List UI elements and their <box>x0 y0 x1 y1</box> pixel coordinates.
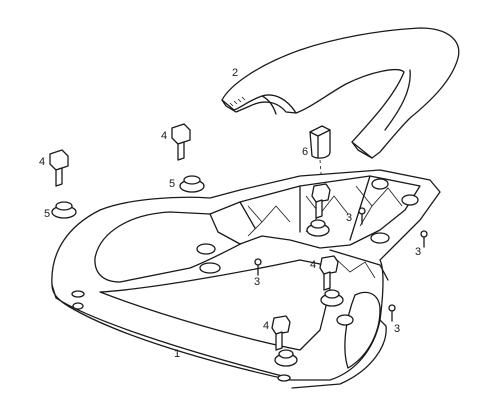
washer-center-upper <box>306 219 330 237</box>
washer-upper <box>179 175 205 193</box>
bolt-left <box>49 149 69 187</box>
part-1-rack-frame <box>51 169 441 389</box>
callout-4-center: 4 <box>310 259 316 271</box>
screw-center <box>358 207 366 225</box>
washer-left <box>51 201 77 219</box>
screw-lower-middle <box>254 258 262 276</box>
bolt-lower <box>271 315 291 351</box>
part-6-bumper <box>309 125 331 187</box>
callout-3-right: 3 <box>415 246 421 258</box>
callout-5-upper: 5 <box>169 178 175 190</box>
callout-1: 1 <box>174 348 180 360</box>
part-4-bolts <box>49 123 339 351</box>
part-3-screws <box>254 207 428 322</box>
washer-lower <box>274 349 298 367</box>
callout-4-lower: 4 <box>263 320 269 332</box>
bolt-upper <box>171 123 191 161</box>
callout-2: 2 <box>232 67 238 79</box>
part-2-cover <box>221 27 460 159</box>
screw-lower-right <box>388 304 396 322</box>
bolt-center-upper <box>311 183 331 219</box>
callout-3-center: 3 <box>346 212 352 224</box>
washer-center-lower <box>320 289 344 307</box>
callout-3-lower-middle: 3 <box>254 276 260 288</box>
callout-4-upper: 4 <box>161 130 167 142</box>
part-5-washers <box>51 175 344 367</box>
callout-5-left: 5 <box>44 208 50 220</box>
callout-4-left: 4 <box>39 156 45 168</box>
callout-3-lower-right: 3 <box>394 323 400 335</box>
screw-right <box>420 230 428 248</box>
bolt-center-lower <box>319 255 339 291</box>
callout-6: 6 <box>302 146 308 158</box>
callout-labels: 1 2 3 3 3 3 4 4 4 4 5 5 6 <box>39 67 421 360</box>
